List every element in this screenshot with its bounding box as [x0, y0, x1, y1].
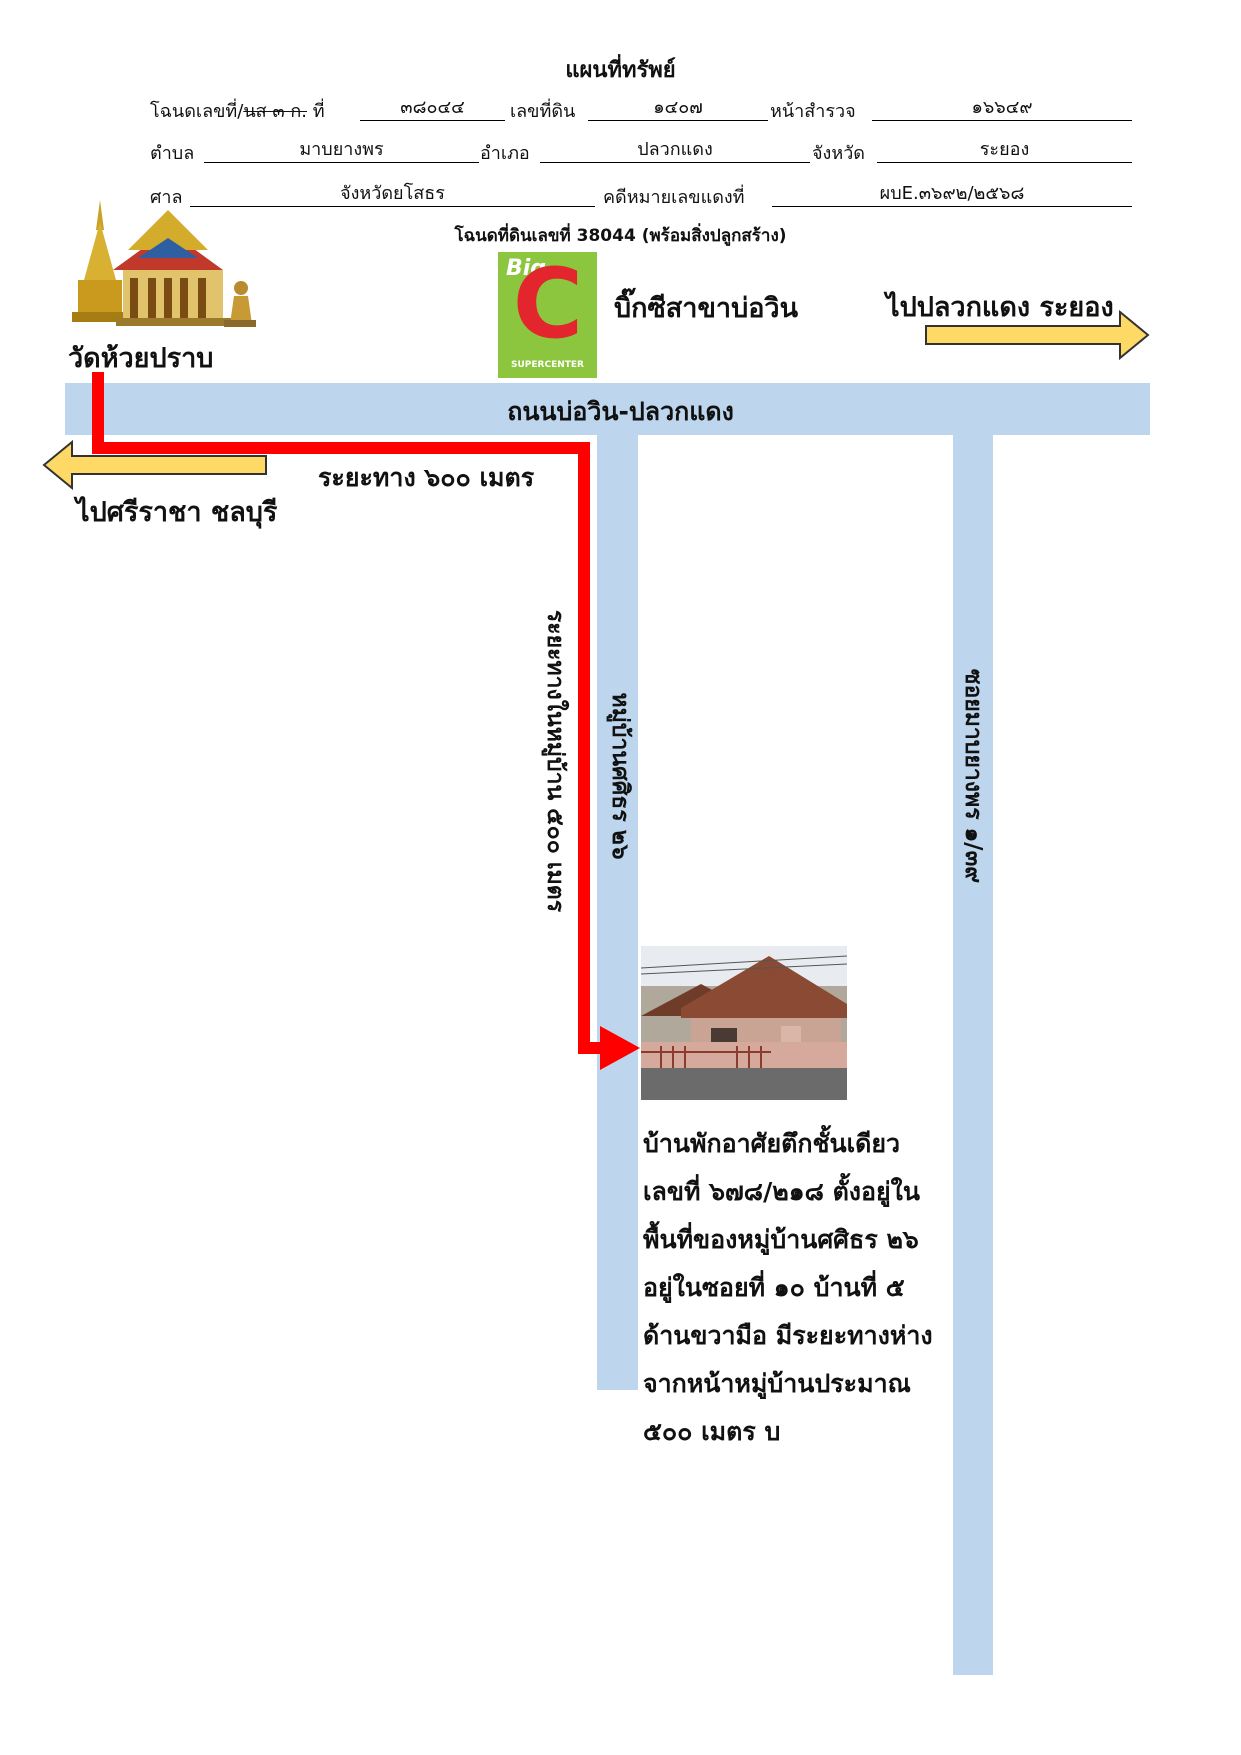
village-road: [597, 435, 638, 1390]
route-segment-south: [578, 442, 590, 1054]
to-right-label: ไปปลวกแดง ระยอง: [886, 292, 1114, 323]
route-arrow-head: [600, 1026, 640, 1070]
description-line: จากหน้าหมู่บ้านประมาณ: [643, 1369, 911, 1398]
right-arrow-icon: [925, 310, 1150, 360]
temple-icon: [72, 200, 256, 327]
deed-label: โฉนดเลขที่/: [150, 101, 244, 122]
to-left-label: ไปศรีราชา ชลบุรี: [76, 497, 278, 528]
subdistrict-value: มาบยางพร: [204, 138, 479, 163]
soi-road: [953, 435, 993, 1675]
description-line: อยู่ในซอยที่ ๑๐ บ้านที่ ๕: [643, 1273, 905, 1302]
description-line: เลขที่ ๖๗๘/๒๑๘ ตั้งอยู่ใน: [643, 1177, 920, 1206]
route-segment-down: [92, 372, 104, 454]
main-road: [65, 383, 1150, 435]
case-number: ผบE.๓๖๙๒/๒๕๖๘: [772, 182, 1132, 207]
bigc-logo-text: Big: [506, 256, 547, 281]
bigc-logo: Big C SUPERCENTER: [498, 252, 597, 378]
description-line: ๕๐๐ เมตร บ: [643, 1417, 781, 1446]
main-road-label: ถนนบ่อวิน-ปลวกแดง: [507, 397, 734, 426]
page-title: แผนที่ทรัพย์: [565, 58, 676, 83]
court-value: จังหวัดยโสธร: [190, 182, 595, 207]
subdistrict-label: ตำบล: [150, 143, 195, 164]
distance-village-label: ระยะทางในหมู่บ้าน ๕๐๐ เมตร: [542, 609, 568, 913]
village-road-label: หมู่บ้านศศิธร ๒๖: [607, 692, 633, 860]
soi-road-label: ซอยมาบยางพร ๑/๓๙: [960, 668, 986, 884]
house-photo: [641, 946, 847, 1100]
left-arrow-icon: [42, 440, 267, 490]
province-value: ระยอง: [877, 138, 1132, 163]
land-number: ๑๔๐๗: [588, 96, 768, 121]
deed-label-group: โฉนดเลขที่/นส ๓ ก. ที่: [150, 96, 325, 125]
deed-no-label: ที่: [312, 101, 325, 122]
description-line: พื้นที่ของหมู่บ้านศศิธร ๒๖: [643, 1225, 919, 1254]
bigc-label: บิ๊กซีสาขาบ่อวิน: [614, 293, 799, 324]
survey-label: หน้าสำรวจ: [770, 101, 856, 122]
province-label: จังหวัด: [812, 143, 865, 164]
route-segment-east: [92, 442, 590, 454]
survey-number: ๑๖๖๔๙: [872, 96, 1132, 121]
temple-label: วัดห้วยปราบ: [68, 343, 214, 374]
property-description: บ้านพักอาศัยตึกชั้นเดียว เลขที่ ๖๗๘/๒๑๘ …: [643, 1120, 973, 1456]
deed-subtitle: โฉนดที่ดินเลขที่ 38044 (พร้อมสิ่งปลูกสร้…: [454, 226, 787, 246]
description-line: ด้านขวามือ มีระยะทางห่าง: [643, 1321, 933, 1350]
deed-number: ๓๘๐๔๔: [360, 96, 505, 121]
description-line: บ้านพักอาศัยตึกชั้นเดียว: [643, 1129, 901, 1158]
case-label: คดีหมายเลขแดงที่: [603, 187, 745, 208]
court-label: ศาล: [150, 187, 183, 208]
distance-main-label: ระยะทาง ๖๐๐ เมตร: [318, 463, 535, 492]
deed-label-struck: นส ๓ ก.: [243, 101, 308, 122]
bigc-logo-sub: SUPERCENTER: [511, 360, 584, 370]
district-label: อำเภอ: [480, 143, 530, 164]
bigc-logo-letter: C: [512, 248, 584, 360]
district-value: ปลวกแดง: [540, 138, 810, 163]
land-no-label: เลขที่ดิน: [510, 101, 576, 122]
